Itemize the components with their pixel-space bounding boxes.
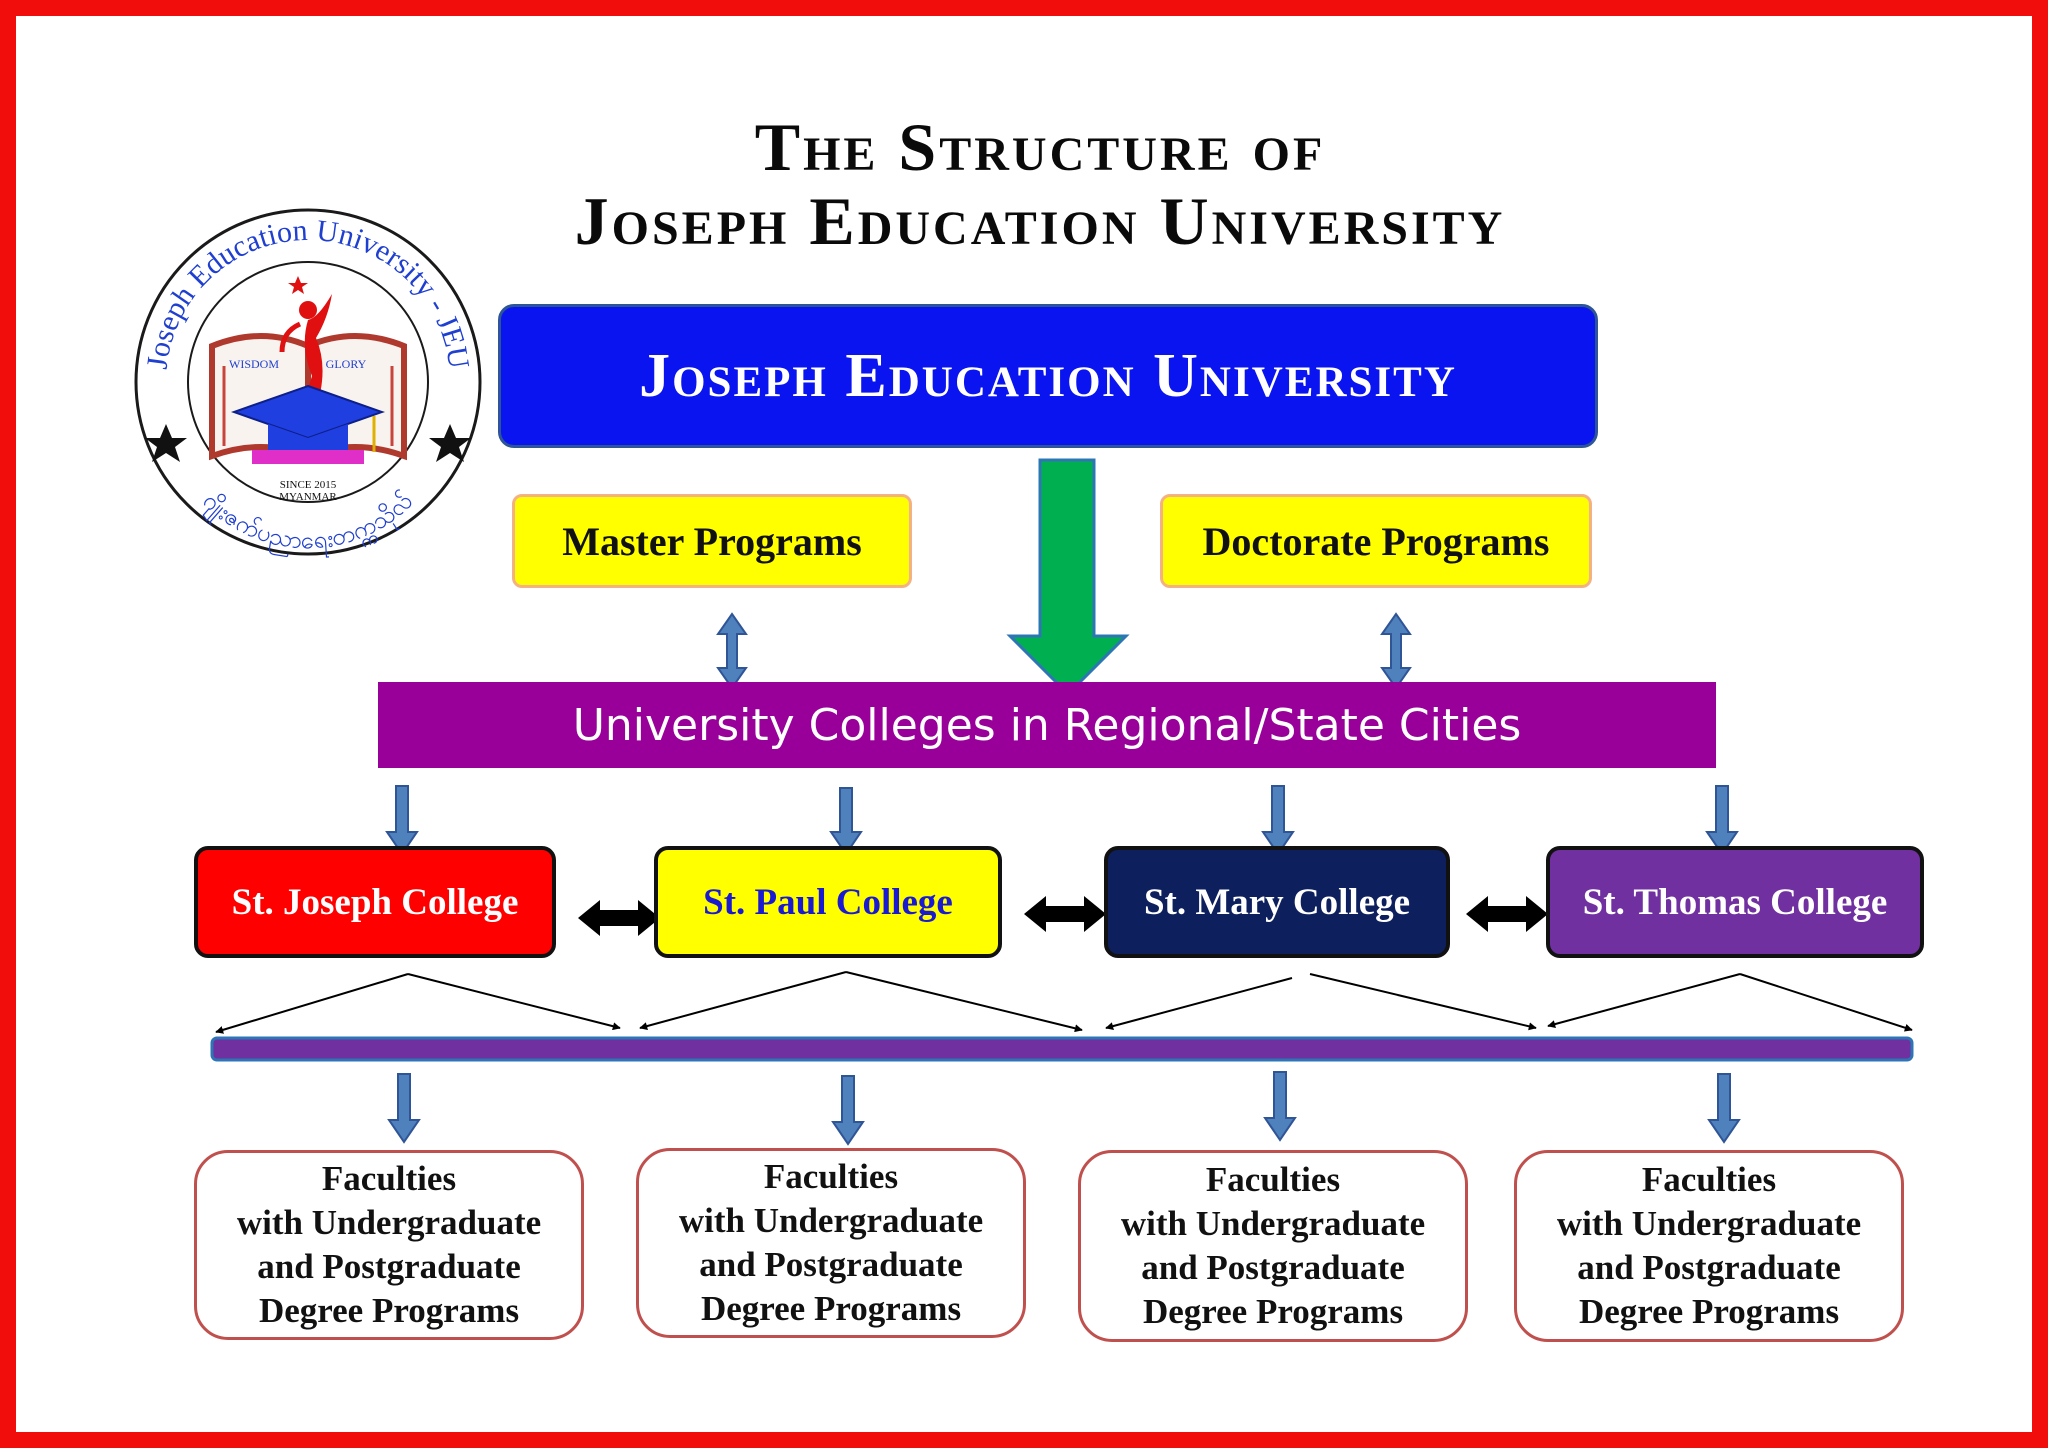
regional-to-college-arrow-1 — [385, 785, 419, 856]
faculty-line: and Postgraduate — [699, 1245, 963, 1284]
college-box-st-joseph: St. Joseph College — [194, 846, 556, 958]
college-link-arrow-1 — [578, 900, 660, 936]
logo-since-text: SINCE 2015 — [280, 479, 337, 491]
jeu-logo-seal: Joseph Education University - JEU ဂျိုးဇ… — [134, 208, 482, 558]
faculty-line: Degree Programs — [1578, 1292, 1840, 1331]
faculty-line: Degree Programs — [258, 1291, 520, 1330]
college-box-st-paul: St. Paul College — [654, 846, 1002, 958]
bar-to-faculty-arrow-3 — [1263, 1071, 1297, 1142]
doctorate-programs-box: Doctorate Programs — [1160, 494, 1592, 588]
college-box-st-thomas: St. Thomas College — [1546, 846, 1924, 958]
bar-to-faculty-arrow-2 — [831, 1075, 865, 1146]
fan-line — [1739, 973, 1913, 1032]
faculty-line: Faculties — [1641, 1160, 1777, 1199]
fan-line — [845, 971, 1083, 1033]
doctorate-programs-label: Doctorate Programs — [1202, 518, 1550, 564]
faculty-line: with Undergraduate — [1556, 1204, 1862, 1243]
faculty-line: with Undergraduate — [236, 1203, 542, 1242]
faculty-box-2: Faculties with Undergraduate and Postgra… — [636, 1148, 1026, 1338]
university-box: Joseph Education University — [498, 304, 1598, 448]
faculty-line: Degree Programs — [1142, 1292, 1404, 1331]
logo-glory-text: GLORY — [326, 357, 367, 371]
master-programs-label: Master Programs — [562, 518, 862, 564]
logo-wisdom-text: WISDOM — [229, 357, 279, 371]
fan-line — [215, 973, 409, 1034]
faculty-box-3: Faculties with Undergraduate and Postgra… — [1078, 1150, 1468, 1342]
regional-to-college-arrow-2 — [829, 787, 863, 856]
connector-layer — [210, 458, 1914, 1146]
college-label: St. Thomas College — [1582, 881, 1888, 923]
faculty-line: Faculties — [1205, 1160, 1341, 1199]
college-label: St. Paul College — [703, 881, 953, 923]
main-down-arrow — [1006, 458, 1130, 697]
faculty-line: Faculties — [321, 1159, 457, 1198]
regional-to-college-arrow-4 — [1705, 785, 1739, 856]
bar-to-faculty-arrow-1 — [387, 1073, 421, 1144]
fan-line — [1309, 973, 1537, 1031]
faculty-line: and Postgraduate — [1577, 1248, 1841, 1287]
university-label: Joseph Education University — [639, 341, 1457, 410]
college-label: St. Joseph College — [231, 881, 519, 923]
master-link-arrow — [716, 612, 748, 690]
fan-line — [639, 971, 847, 1030]
college-link-arrow-2 — [1024, 896, 1106, 932]
distribution-bar — [210, 1036, 1914, 1062]
faculty-line: Faculties — [763, 1157, 899, 1196]
faculty-line: Degree Programs — [700, 1289, 962, 1328]
fan-line — [1547, 973, 1741, 1028]
regional-colleges-label: University Colleges in Regional/State Ci… — [572, 699, 1522, 751]
person-icon — [279, 294, 332, 402]
master-programs-box: Master Programs — [512, 494, 912, 588]
faculty-box-1: Faculties with Undergraduate and Postgra… — [194, 1150, 584, 1340]
graduation-cap-icon — [230, 384, 386, 464]
title-line-1: The Structure of — [754, 109, 1326, 185]
faculty-line: with Undergraduate — [1120, 1204, 1426, 1243]
doctorate-link-arrow — [1380, 612, 1412, 690]
title-line-2: Joseph Education University — [574, 183, 1506, 259]
star-icon — [429, 424, 471, 462]
fan-line — [1105, 977, 1293, 1030]
faculty-line: with Undergraduate — [678, 1201, 984, 1240]
star-icon — [288, 276, 308, 294]
college-box-st-mary: St. Mary College — [1104, 846, 1450, 958]
faculty-line: and Postgraduate — [257, 1247, 521, 1286]
college-link-arrow-3 — [1466, 896, 1548, 932]
regional-to-college-arrow-3 — [1261, 785, 1295, 856]
regional-colleges-band: University Colleges in Regional/State Ci… — [378, 682, 1716, 768]
faculty-box-4: Faculties with Undergraduate and Postgra… — [1514, 1150, 1904, 1342]
logo-country-text: MYANMAR — [279, 491, 337, 503]
college-label: St. Mary College — [1143, 881, 1411, 923]
fan-line — [407, 973, 621, 1031]
bar-to-faculty-arrow-4 — [1707, 1073, 1741, 1144]
faculty-line: and Postgraduate — [1141, 1248, 1405, 1287]
star-icon — [145, 424, 187, 462]
